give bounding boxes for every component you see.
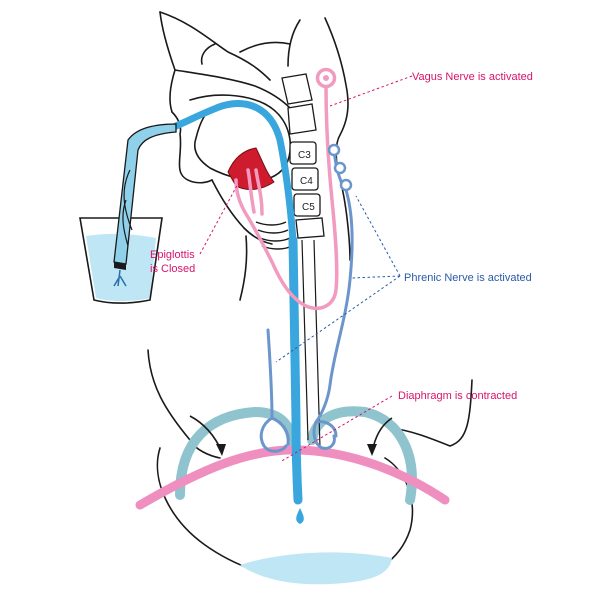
water-drop <box>296 508 304 524</box>
vertebra-c4-label: C4 <box>300 176 313 187</box>
vertebra-c5 <box>293 193 321 217</box>
vertebra-c2 <box>287 103 317 135</box>
esophagus-outline <box>301 239 321 449</box>
vagus-label: Vagus Nerve is activated <box>412 71 533 83</box>
vertebra-c3 <box>289 141 317 165</box>
epiglottis-label-line1: Epiglottis <box>150 249 195 261</box>
torso-outline <box>147 179 473 584</box>
phrenic-label: Phrenic Nerve is activated <box>404 272 532 284</box>
vagus-nerve <box>234 84 339 311</box>
arrow-down-icon <box>216 444 226 456</box>
water-path <box>172 100 303 505</box>
phrenic-roots <box>327 143 353 192</box>
glass <box>79 217 163 304</box>
stomach-water <box>240 552 392 585</box>
epiglottis-label-line2: is Closed <box>150 263 195 275</box>
cervical-spine <box>281 73 325 239</box>
vertebra-c1 <box>281 73 313 105</box>
vertebra-c4 <box>291 167 319 191</box>
vertebra-c5-label: C5 <box>302 202 315 213</box>
arrow-down-icon <box>367 444 377 456</box>
diaphragm-label: Diaphragm is contracted <box>398 390 517 402</box>
vertebra-c6 <box>295 217 325 239</box>
straw <box>113 123 177 287</box>
leader-lines <box>199 75 413 463</box>
vertebra-c3-label: C3 <box>298 150 311 161</box>
